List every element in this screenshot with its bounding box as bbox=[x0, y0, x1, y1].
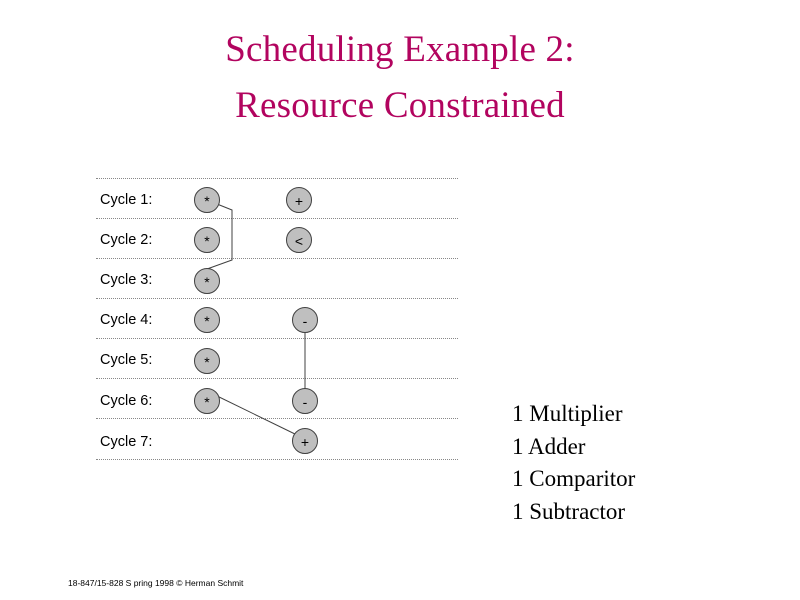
node-mult-cycle-5[interactable]: * bbox=[194, 348, 220, 374]
cycle-label-5: Cycle 5: bbox=[100, 352, 153, 368]
title-line-2: Resource Constrained bbox=[235, 85, 565, 127]
cycle-gridline bbox=[96, 218, 458, 219]
resource-list: 1 Multiplier 1 Adder 1 Comparitor 1 Subt… bbox=[512, 398, 635, 529]
node-add-cycle-1[interactable]: + bbox=[286, 187, 312, 213]
node-mult-cycle-6[interactable]: * bbox=[194, 388, 220, 414]
cycle-gridline bbox=[96, 378, 458, 379]
cycle-gridline bbox=[96, 298, 458, 299]
cycle-label-6: Cycle 6: bbox=[100, 393, 153, 409]
node-mult-cycle-1[interactable]: * bbox=[194, 187, 220, 213]
cycle-gridline bbox=[96, 418, 458, 419]
node-sub-cycle-4[interactable]: - bbox=[292, 307, 318, 333]
slide-footer: 18-847/15-828 S pring 1998 © Herman Schm… bbox=[68, 578, 244, 588]
node-mult-cycle-2[interactable]: * bbox=[194, 227, 220, 253]
resource-item-subtractor: 1 Subtractor bbox=[512, 498, 626, 524]
node-sub-cycle-6[interactable]: - bbox=[292, 388, 318, 414]
cycle-label-2: Cycle 2: bbox=[100, 232, 153, 248]
node-mult-cycle-3[interactable]: * bbox=[194, 268, 220, 294]
resource-item-multiplier: 1 Multiplier bbox=[512, 401, 623, 426]
title-line-1: Scheduling Example 2: bbox=[225, 29, 575, 70]
cycle-gridline bbox=[96, 459, 458, 460]
resource-item-comparitor: 1 Comparitor bbox=[512, 466, 636, 492]
node-add-cycle-7[interactable]: + bbox=[292, 428, 318, 454]
cycle-gridline bbox=[96, 338, 458, 339]
page-title: Scheduling Example 2: Resource Constrain… bbox=[60, 22, 740, 134]
node-mult-cycle-4[interactable]: * bbox=[194, 307, 220, 333]
cycle-label-3: Cycle 3: bbox=[100, 272, 153, 288]
cycle-gridline bbox=[96, 178, 458, 179]
cycle-label-1: Cycle 1: bbox=[100, 192, 153, 208]
cycle-gridline bbox=[96, 258, 458, 259]
resource-item-adder: 1 Adder bbox=[512, 433, 586, 459]
node-cmp-cycle-2[interactable]: < bbox=[286, 227, 312, 253]
cycle-label-4: Cycle 4: bbox=[100, 312, 153, 328]
cycle-label-7: Cycle 7: bbox=[100, 434, 153, 450]
